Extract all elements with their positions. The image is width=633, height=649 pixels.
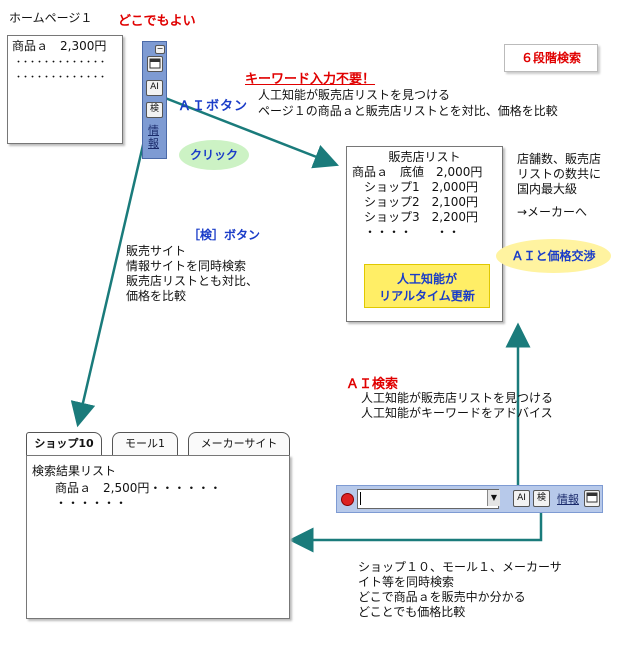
tab-maker-site[interactable]: メーカーサイト [188,432,290,455]
side-note-line-1: リストの数共に [517,167,602,181]
results-title: 検索結果リスト [32,464,117,478]
store-list-box: 販売店リスト 商品ａ 底値 2,000円 ショップ1 2,000円 ショップ2 … [346,146,503,322]
ai-realtime-badge: 人工知能が リアルタイム更新 [364,264,490,308]
store-side-note: 店舗数、販売店 リストの数共に 国内最大級 →メーカーへ [517,152,601,220]
ai-search-line-0: 人工知能が販売店リストを見つける [361,391,554,405]
bottom-note-line-1: イト等を同時検索 [358,575,455,589]
ai-button-horizontal[interactable]: AI [513,490,530,507]
six-stage-box: ６段階検索 [504,44,598,72]
window-icon-horizontal[interactable] [584,490,600,507]
six-stage-label: ６段階検索 [520,51,581,65]
search-desc-line-2: 販売店リストとも対比、 [126,274,259,288]
vertical-toolbar: − AI 検 情報 [142,41,167,159]
tab-mall1[interactable]: モール1 [112,432,178,455]
ai-search-desc: 人工知能が販売店リストを見つける 人工知能がキーワードをアドバイス [361,391,553,421]
homepage-dots-2: ・・・・・・・・・・・・・ [14,73,107,83]
click-ellipse: クリック [179,140,249,170]
results-row-1: 商品ａ 2,500円・・・・・・ [55,481,222,495]
ai-button-desc-2: ページ１の商品ａと販売店リストとを対比、価格を比較 [258,104,558,118]
homepage-dots-1: ・・・・・・・・・・・・・ [14,58,107,68]
store-list-title: 販売店リスト [388,150,461,164]
window-icon[interactable] [147,56,163,72]
arrow-search-to-results [70,114,152,428]
bottom-note-line-2: どこで商品ａを販売中か分かる [358,590,526,604]
arrow-toolbar-to-results [288,510,543,553]
search-desc-line-3: 価格を比較 [126,289,187,303]
side-note-line-3: →メーカーへ [517,205,588,219]
bottom-note-line-0: ショップ１０、モール１、メーカーサ [358,560,562,574]
ai-badge-line-2: リアルタイム更新 [379,289,475,303]
ai-button-label: ＡＩボタン [178,99,249,114]
record-icon[interactable] [341,493,354,506]
search-desc-line-1: 情報サイトを同時検索 [126,259,247,273]
ai-search-line-1: 人工知能がキーワードをアドバイス [361,406,553,420]
ai-button-desc-1: 人工知能が販売店リストを見つける [258,88,451,102]
search-button-vertical[interactable]: 検 [146,102,163,118]
results-row-2: ・・・・・・ [55,496,128,510]
ai-button-vertical[interactable]: AI [146,80,163,96]
side-note-line-0: 店舗数、販売店 [517,152,602,166]
search-desc-line-0: 販売サイト [126,244,187,258]
store-row-4: ・・・・ ・・ [352,225,461,239]
keyword-note: キーワード入力不要！ [245,72,376,87]
homepage-product: 商品ａ 2,300円 [12,39,107,53]
store-row-3: ショップ3 2,200円 [352,210,478,224]
store-row-2: ショップ2 2,100円 [352,195,478,209]
results-window: 検索結果リスト 商品ａ 2,500円・・・・・・ ・・・・・・ [26,455,290,619]
bottom-note-line-3: どことでも価格比較 [358,605,466,619]
text-cursor [360,492,361,505]
search-button-horizontal[interactable]: 検 [533,490,550,507]
bottom-note: ショップ１０、モール１、メーカーサ イト等を同時検索 どこで商品ａを販売中か分か… [358,560,562,620]
info-link-vertical[interactable]: 情報 [148,124,159,150]
minimize-button[interactable]: − [155,44,165,54]
ai-negotiation-ellipse: ＡＩと価格交渉 [496,239,611,273]
arrow-ai-to-store [159,94,339,169]
info-link-horizontal[interactable]: 情報 [557,493,579,506]
store-row-0: 商品ａ 底値 2,000円 [352,165,483,179]
tab-shop10[interactable]: ショップ10 [26,432,102,455]
horizontal-toolbar: ▼ AI 検 情報 [336,485,603,513]
homepage-title-note: どこでもよい [118,14,196,29]
search-input[interactable] [357,489,499,509]
search-button-desc: 販売サイト 情報サイトを同時検索 販売店リストとも対比、 価格を比較 [126,244,258,304]
ai-badge-line-1: 人工知能が [396,272,457,286]
ai-search-title: ＡＩ検索 [346,377,399,392]
side-note-line-2: 国内最大級 [517,182,578,196]
chevron-down-icon[interactable]: ▼ [487,490,500,506]
homepage-title: ホームページ１ [9,11,93,25]
homepage-box: 商品ａ 2,300円 ・・・・・・・・・・・・・ ・・・・・・・・・・・・・ [7,35,123,144]
search-button-title: ［検］ボタン [188,228,261,242]
store-row-1: ショップ1 2,000円 [352,180,478,194]
